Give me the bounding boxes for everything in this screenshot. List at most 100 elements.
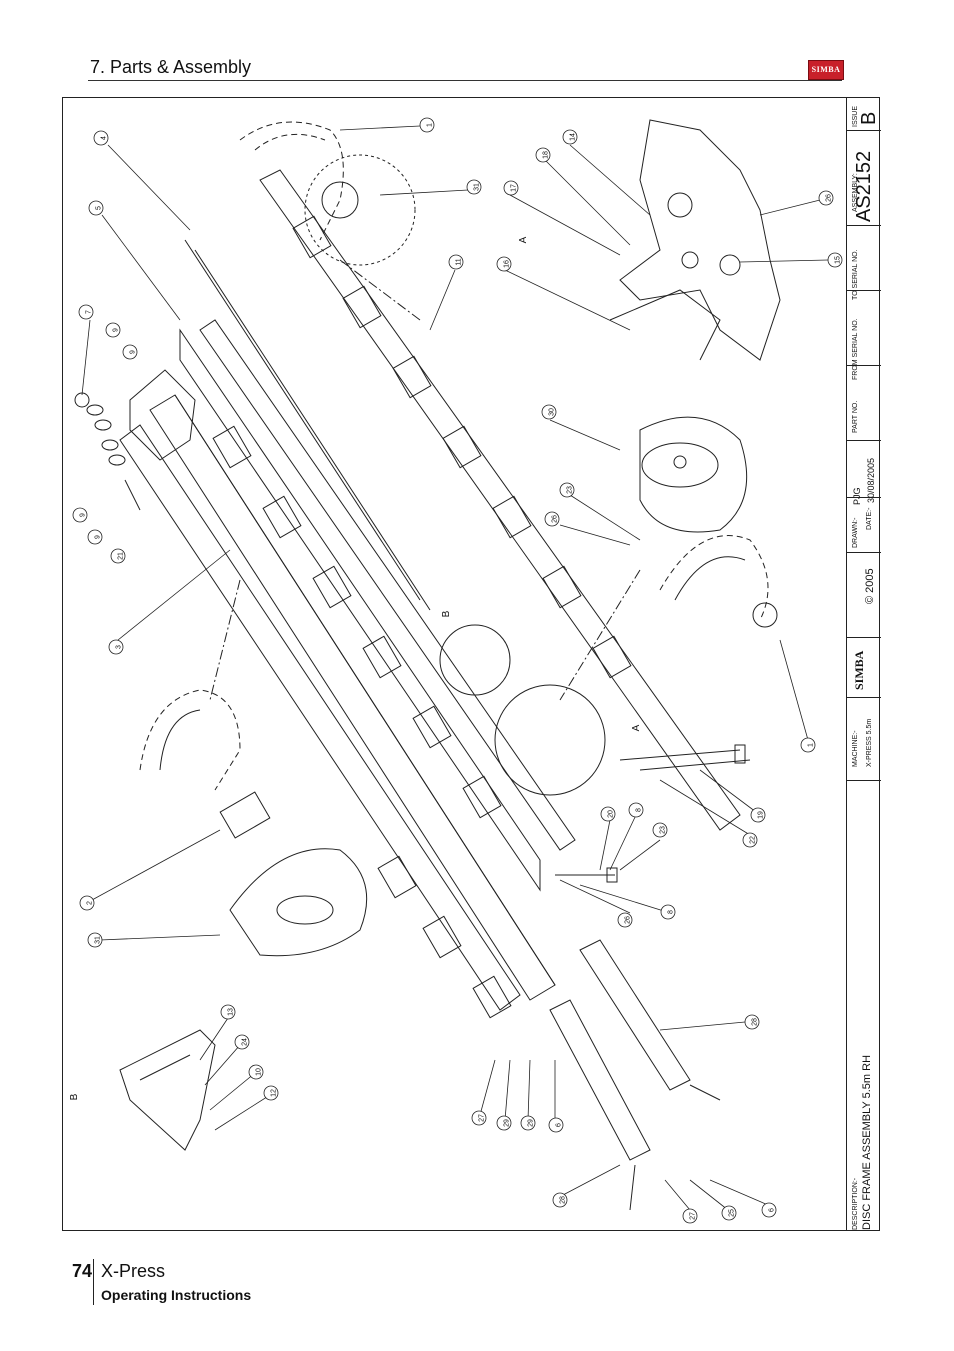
title-block xyxy=(846,97,881,1231)
callout-15 xyxy=(827,252,843,268)
callout-16 xyxy=(496,256,512,272)
callout-9 xyxy=(87,529,103,545)
callout-11 xyxy=(448,254,464,270)
detail-label-a: A xyxy=(518,236,529,243)
callout-number: 1 xyxy=(427,123,434,127)
callout-number: 10 xyxy=(256,1068,263,1076)
callout-9 xyxy=(105,322,121,338)
from-serial-label: FROM SERIAL NO. xyxy=(852,318,859,380)
callout-number: 29 xyxy=(504,1119,511,1127)
callout-13 xyxy=(220,1004,236,1020)
machine-label: MACHINE:- xyxy=(852,730,859,767)
copyright: © 2005 xyxy=(864,568,876,604)
machine: X-PRESS 5.5m xyxy=(866,718,873,767)
callout-number: 22 xyxy=(750,836,757,844)
callout-27 xyxy=(682,1208,698,1224)
callout-number: 31 xyxy=(95,936,102,944)
callout-24 xyxy=(234,1034,250,1050)
callout-number: 31 xyxy=(474,183,481,191)
callout-number: 21 xyxy=(118,552,125,560)
callout-28 xyxy=(552,1192,568,1208)
callout-1 xyxy=(800,737,816,753)
callout-number: 27 xyxy=(690,1212,697,1220)
brand-logo: SIMBA xyxy=(852,650,866,690)
callout-25 xyxy=(721,1205,737,1221)
callout-4 xyxy=(93,130,109,146)
callout-19 xyxy=(750,807,766,823)
callout-27 xyxy=(471,1110,487,1126)
callout-29 xyxy=(520,1115,536,1131)
drawn: PJG xyxy=(852,487,862,505)
callout-31 xyxy=(87,932,103,948)
callout-3 xyxy=(108,639,124,655)
section-title: 7. Parts & Assembly xyxy=(90,57,252,77)
callout-number: 20 xyxy=(608,810,615,818)
detail-label-b: B xyxy=(69,1093,80,1100)
callout-number: 9 xyxy=(130,350,137,354)
callout-number: 28 xyxy=(560,1196,567,1204)
assembly-number: AS2152 xyxy=(853,150,875,222)
callout-number: 24 xyxy=(242,1038,249,1046)
date-label: DATE:- xyxy=(866,507,873,530)
callout-number: 8 xyxy=(636,808,643,812)
callout-number: 8 xyxy=(668,910,675,914)
callout-number: 1 xyxy=(808,743,815,747)
callout-number: 2 xyxy=(87,901,94,905)
callout-number: 28 xyxy=(752,1018,759,1026)
callout-22 xyxy=(742,832,758,848)
page-number: 74 xyxy=(72,1261,93,1281)
callout-number: 15 xyxy=(835,256,842,264)
callout-14 xyxy=(562,129,578,145)
callout-2 xyxy=(79,895,95,911)
callout-31 xyxy=(466,179,482,195)
callout-number: 23 xyxy=(567,486,574,494)
callout-number: 11 xyxy=(456,258,463,265)
callout-number: 6 xyxy=(556,1123,563,1127)
description-label: DESCRIPTION:- xyxy=(852,1177,859,1230)
callout-6 xyxy=(548,1117,564,1133)
callout-12 xyxy=(263,1085,279,1101)
simba-logo: SIMBA xyxy=(808,60,844,80)
callout-number: 27 xyxy=(479,1114,486,1122)
callout-29 xyxy=(496,1115,512,1131)
callout-10 xyxy=(248,1064,264,1080)
date: 30/08/2005 xyxy=(866,457,876,503)
part-no-label: PART NO. xyxy=(852,400,859,433)
detail-label-b: B xyxy=(441,610,452,617)
callout-1 xyxy=(419,117,435,133)
callout-number: 5 xyxy=(96,206,103,210)
description: DISC FRAME ASSEMBLY 5.5m RH xyxy=(861,1054,873,1230)
callout-21 xyxy=(110,548,126,564)
callout-number: 9 xyxy=(113,328,120,332)
header-rule xyxy=(88,80,842,81)
drawing-frame xyxy=(62,97,880,1231)
callout-number: 18 xyxy=(543,151,550,159)
callout-number: 7 xyxy=(86,310,93,314)
callout-7 xyxy=(78,304,94,320)
callout-23 xyxy=(652,822,668,838)
callout-number: 26 xyxy=(826,194,833,202)
callout-9 xyxy=(122,344,138,360)
callout-number: 9 xyxy=(80,513,87,517)
callout-20 xyxy=(600,806,616,822)
callout-number: 17 xyxy=(511,184,518,192)
callout-number: 6 xyxy=(769,1208,776,1212)
callout-number: 23 xyxy=(660,826,667,834)
callout-number: 13 xyxy=(228,1008,235,1016)
document-subtitle: Operating Instructions xyxy=(101,1287,252,1303)
callout-8 xyxy=(628,802,644,818)
callout-number: 9 xyxy=(95,535,102,539)
callout-18 xyxy=(535,147,551,163)
callout-number: 29 xyxy=(528,1119,535,1127)
issue: B xyxy=(858,111,880,125)
callout-28 xyxy=(744,1014,760,1030)
callout-17 xyxy=(503,180,519,196)
callout-26 xyxy=(617,912,633,928)
callout-number: 19 xyxy=(758,811,765,819)
callout-number: 4 xyxy=(101,136,108,140)
callout-6 xyxy=(761,1202,777,1218)
callout-number: 26 xyxy=(552,515,559,523)
callout-26 xyxy=(818,190,834,206)
callout-number: 26 xyxy=(625,916,632,924)
